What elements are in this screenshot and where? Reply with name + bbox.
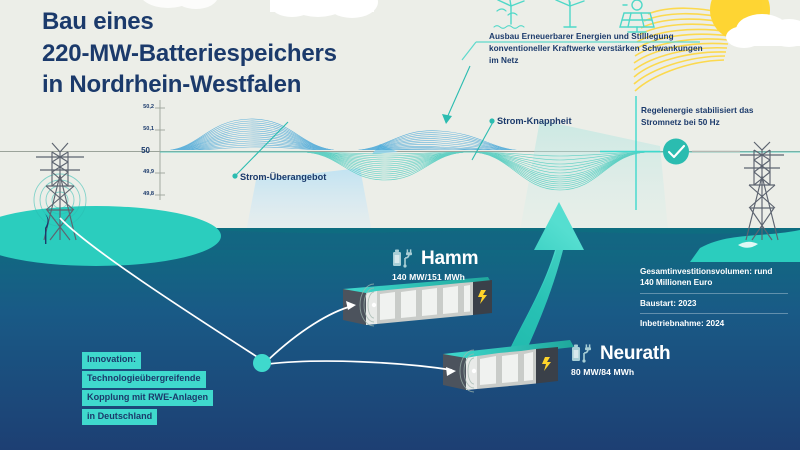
battery-plug-icon — [393, 249, 412, 268]
cloud-icon — [143, 0, 800, 48]
renewables-pointer-head — [442, 114, 452, 124]
renewables-bracket-leg — [461, 41, 477, 61]
shortage-pointer-dot — [489, 118, 495, 124]
land-right-snow — [738, 241, 758, 248]
check-circle-icon — [663, 138, 689, 165]
surplus-pointer — [235, 121, 289, 176]
info-row-baustart: Baustart: 2023 — [640, 292, 788, 313]
frequency-wave-shortage — [160, 151, 800, 191]
innovation-line-2: Technologieübergreifende — [82, 370, 206, 388]
plant-label-neurath: Neurath 80 MW/84 MWh — [571, 343, 671, 377]
label-strom-knappheit: Strom-Knappheit — [497, 116, 572, 126]
annotation-renewables: Ausbau Erneuerbarer Energien und Stillle… — [489, 32, 703, 65]
plant-sprout — [45, 214, 49, 228]
cable-hub-to-neurath — [267, 360, 453, 371]
cable-pylon-to-hub — [59, 217, 263, 361]
solar-panel-icon — [619, 0, 655, 33]
plant-stem — [45, 228, 47, 244]
title-line-2: 220-MW-Batteriespeichers — [42, 39, 337, 67]
investment-info-block: Gesamtinvestitionsvolumen: rund 140 Mill… — [640, 262, 788, 334]
cable-hub-to-hamm — [267, 305, 353, 361]
innovation-line-3: Kopplung mit RWE-Anlagen — [82, 389, 214, 407]
plant-spec: 140 MW/151 MWh — [392, 272, 466, 282]
plant-label-hamm: Hamm 140 MW/151 MWh — [392, 248, 478, 282]
battery-container-hamm — [343, 277, 492, 327]
transmission-pylon-icon — [33, 142, 87, 241]
axis-tick-49-9: 49,9 — [143, 169, 154, 175]
plant-spec: 80 MW/84 MWh — [571, 367, 635, 377]
axis-tick-50-1: 50,1 — [143, 126, 154, 132]
axis-tick-50-2: 50,2 — [143, 104, 154, 110]
axis-tick-50: 50 — [141, 146, 150, 155]
info-row-investment: Gesamtinvestitionsvolumen: rund 140 Mill… — [640, 267, 773, 288]
innovation-line-1: Innovation: — [82, 352, 141, 369]
title-line-3: in Nordrhein-Westfalen — [42, 71, 302, 99]
plant-name: Neurath — [600, 343, 671, 364]
surplus-pointer-dot — [232, 173, 238, 179]
network-hub-node[interactable] — [253, 354, 271, 372]
page-title: Bau eines 220-MW-Batteriespeichers in No… — [42, 6, 337, 101]
plant-name: Hamm — [421, 248, 479, 269]
transmission-pylon-icon-right — [740, 141, 784, 241]
label-strom-ueberangebot: Strom-Überangebot — [240, 172, 327, 182]
offshore-wind-turbine-icon — [493, 0, 525, 29]
onshore-wind-turbine-icon — [555, 0, 585, 28]
cable-hamm-arrowhead — [346, 301, 356, 310]
battery-plug-icon — [572, 344, 591, 363]
annotation-balancing: Regelenergie stabilisiert das Stromnetz … — [641, 106, 754, 127]
info-row-inbetriebnahme: Inbetriebnahme: 2024 — [640, 313, 788, 333]
ice-shape-right — [520, 120, 668, 230]
cable-neurath-arrowhead — [446, 367, 456, 376]
innovation-callout: Innovation: Technologieübergreifende Kop… — [82, 352, 214, 427]
renewables-pointer — [445, 65, 471, 121]
frequency-wave-surplus — [169, 118, 518, 150]
title-line-1: Bau eines — [42, 8, 154, 35]
ice-shape-left — [246, 168, 372, 232]
innovation-line-4: in Deutschland — [82, 408, 158, 426]
battery-container-neurath — [443, 340, 574, 393]
shortage-pointer — [471, 121, 494, 161]
axis-tick-49-8: 49,8 — [143, 191, 154, 197]
